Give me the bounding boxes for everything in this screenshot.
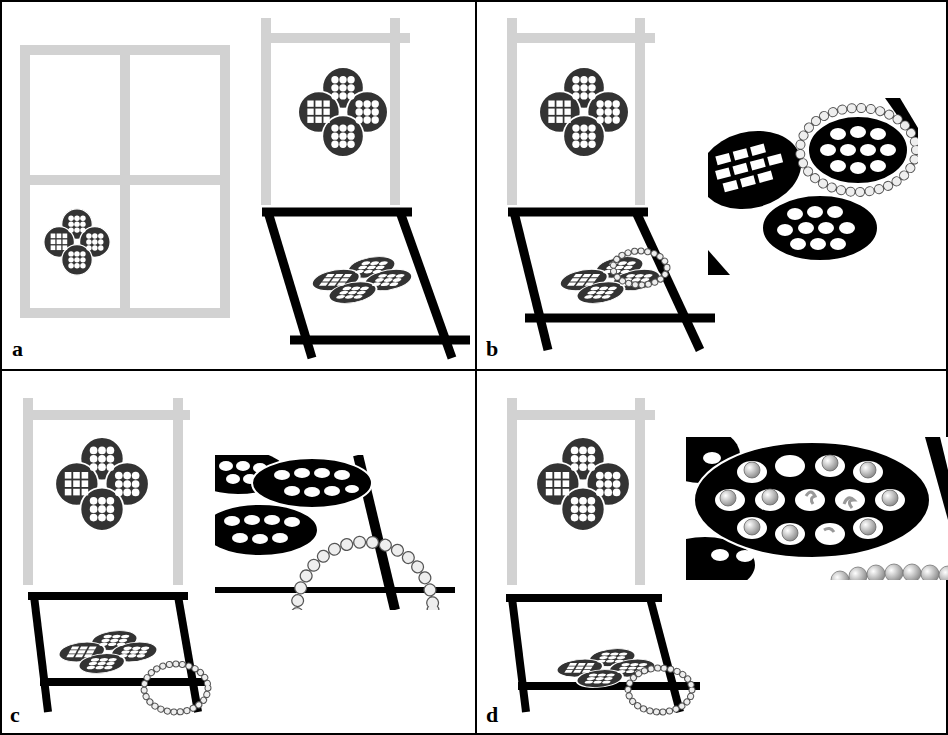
panel-letter: d xyxy=(484,704,500,726)
panel-letter: c xyxy=(8,704,22,726)
panel-letter: b xyxy=(484,338,500,360)
panel-letter: a xyxy=(10,338,25,360)
